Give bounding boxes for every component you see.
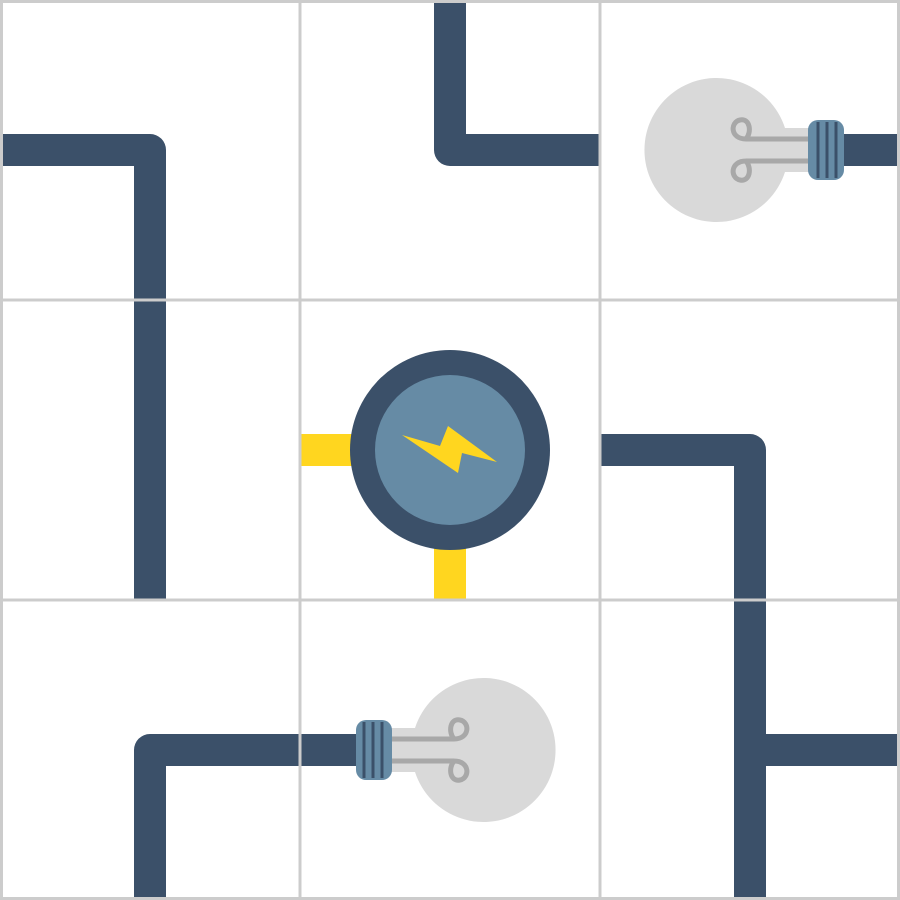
tile-r2-c2[interactable] (600, 600, 900, 900)
tile-r2-c0[interactable] (0, 600, 300, 900)
light-bulb-icon (644, 77, 844, 223)
power-source (350, 350, 550, 550)
wire-corner (134, 734, 300, 900)
tile-r0-c1[interactable] (300, 0, 600, 300)
tile-r2-c1[interactable] (300, 600, 600, 900)
bulb-glass (644, 77, 810, 223)
wire-corner (434, 0, 600, 166)
wire-corner (600, 434, 766, 600)
wire-corner (0, 134, 166, 300)
bulb-filament (387, 717, 470, 783)
tile-r1-c2[interactable] (600, 300, 900, 600)
bulb-glass (390, 678, 556, 822)
bulb-filament (730, 117, 813, 183)
light-bulb-icon (356, 678, 556, 822)
tile-r0-c0[interactable] (0, 0, 300, 300)
wire-tee (734, 600, 900, 900)
tile-r0-c2[interactable] (600, 0, 900, 300)
tile-r1-c1[interactable] (300, 300, 600, 600)
tile-r1-c0[interactable] (0, 300, 300, 600)
lightning-bolt-icon (402, 426, 497, 473)
